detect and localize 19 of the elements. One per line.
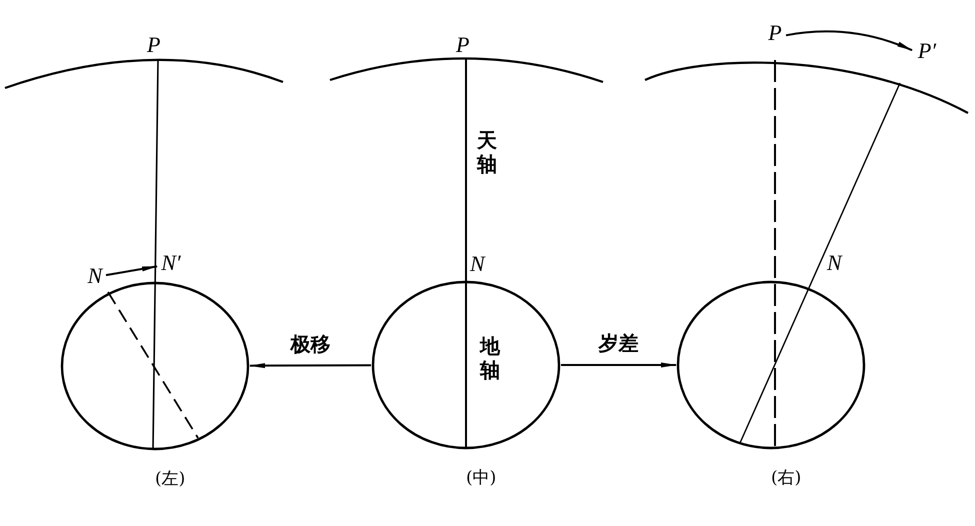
point-label: P′: [912, 40, 942, 64]
figure-caption: (左): [155, 469, 186, 489]
edge-label: 岁差: [598, 331, 638, 355]
arrow: [249, 363, 371, 368]
edge-label: 极移: [290, 332, 330, 356]
point-label: N: [84, 265, 106, 289]
arrow: [106, 265, 158, 276]
point-label: N: [470, 253, 485, 275]
axis-label: 地轴: [479, 334, 501, 382]
arrow: [786, 30, 913, 52]
point-label: N: [827, 252, 842, 274]
figure-caption: (中): [466, 468, 496, 488]
point-label: P: [147, 34, 160, 56]
figure-caption: (右): [771, 468, 802, 488]
point-label: P: [456, 34, 470, 56]
axis-label: 天轴: [476, 128, 498, 176]
point-label: P: [764, 22, 786, 46]
arrow: [561, 362, 677, 368]
point-label: N′: [157, 252, 185, 276]
